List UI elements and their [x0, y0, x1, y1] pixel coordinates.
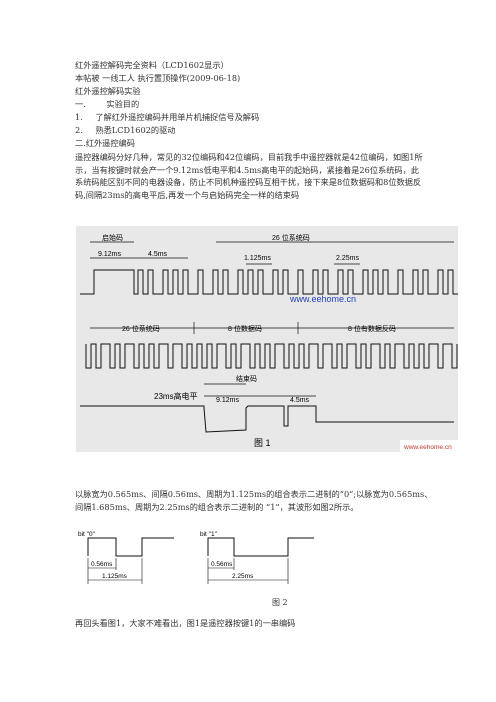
- list-item-2-text: 熟悉LCD1602的驱动: [95, 125, 176, 135]
- fig1-label-8inv: 8 位有数据反码: [348, 324, 396, 333]
- fig1-url: www.eehome.cn: [289, 294, 356, 304]
- fig1-label-225: 2.25ms: [336, 255, 359, 262]
- doc-title: 红外遥控解码完全资料（LCD1602显示）: [75, 60, 229, 70]
- fig1-label-8data: 8 位数据码: [228, 324, 262, 333]
- list-item-1: 1. 了解红外遥控编码并用单片机捕捉信号及解码: [75, 112, 259, 122]
- fig2-p1: 2.25ms: [232, 573, 254, 580]
- section-title: 红外遥控解码实验: [75, 86, 141, 96]
- fig2-p0: 1.125ms: [102, 573, 128, 580]
- fig1-label-26sys: 26 位系统码: [272, 233, 310, 242]
- fig1-row2-waveform: [85, 343, 458, 369]
- fig2-w1: 0.56ms: [211, 561, 233, 568]
- fig1-label-912b: 9.12ms: [216, 397, 239, 404]
- fig1-label-23ms: 23ms高电平: [154, 391, 198, 401]
- fig1-caption: 图 1: [254, 438, 271, 448]
- list-item-2-num: 2.: [75, 125, 83, 135]
- fig2-w0: 0.56ms: [91, 561, 113, 568]
- fig1-row3-waveform: [80, 405, 454, 433]
- fig1-label-45: 4.5ms: [148, 251, 168, 258]
- list-item-1-num: 1.: [75, 112, 83, 122]
- fig1-watermark-box: [400, 440, 458, 452]
- fig1-label-1125: 1.125ms: [244, 255, 271, 262]
- fig1-label-26sys-2: 26 位系统码: [122, 324, 160, 333]
- heading-1: 一. 实验目的: [75, 99, 139, 109]
- fig1-label-start: 启始码: [102, 233, 123, 242]
- fig2-bit0-label: bit "0": [78, 531, 96, 538]
- heading-1-num: 一.: [75, 99, 86, 109]
- fig1-watermark: www.eehome.cn: [403, 444, 452, 451]
- list-item-1-text: 了解红外遥控编码并用单片机捕捉信号及解码: [95, 112, 260, 122]
- figure-2-bits: bit "0" bit "1" 0.56ms 1.125ms 0.56ms 2.…: [76, 530, 324, 586]
- heading-1-text: 实验目的: [106, 99, 140, 109]
- fig1-label-45b: 4.5ms: [290, 397, 310, 404]
- fig1-label-end: 结束码: [236, 374, 257, 383]
- figure-1-waveform: 启始码 9.12ms 4.5ms 26 位系统码 1.125ms 2.25ms …: [76, 226, 463, 452]
- fig2-caption: 图 2: [272, 598, 288, 607]
- fig1-label-912: 9.12ms: [98, 251, 121, 258]
- paragraph-2: 以脉宽为0.565ms、间隔0.56ms、周期为1.125ms的组合表示二进制的…: [75, 489, 433, 512]
- post-meta: 本帖被 一线工人 执行置顶操作(2009-06-18): [75, 73, 241, 83]
- fig2-bit1-label: bit "1": [200, 531, 218, 538]
- heading-2: 二.红外遥控编码: [75, 138, 135, 148]
- paragraph-1: 遥控器编码分好几种，常见的32位编码和42位编码，目前我手中遥控器就是42位编码…: [75, 152, 423, 200]
- list-item-2: 2. 熟悉LCD1602的驱动: [75, 125, 175, 135]
- paragraph-3: 再回头看图1，大家不难看出，图1是遥控器按键1的一串编码: [75, 618, 296, 628]
- fig1-row1-waveform: [80, 269, 463, 295]
